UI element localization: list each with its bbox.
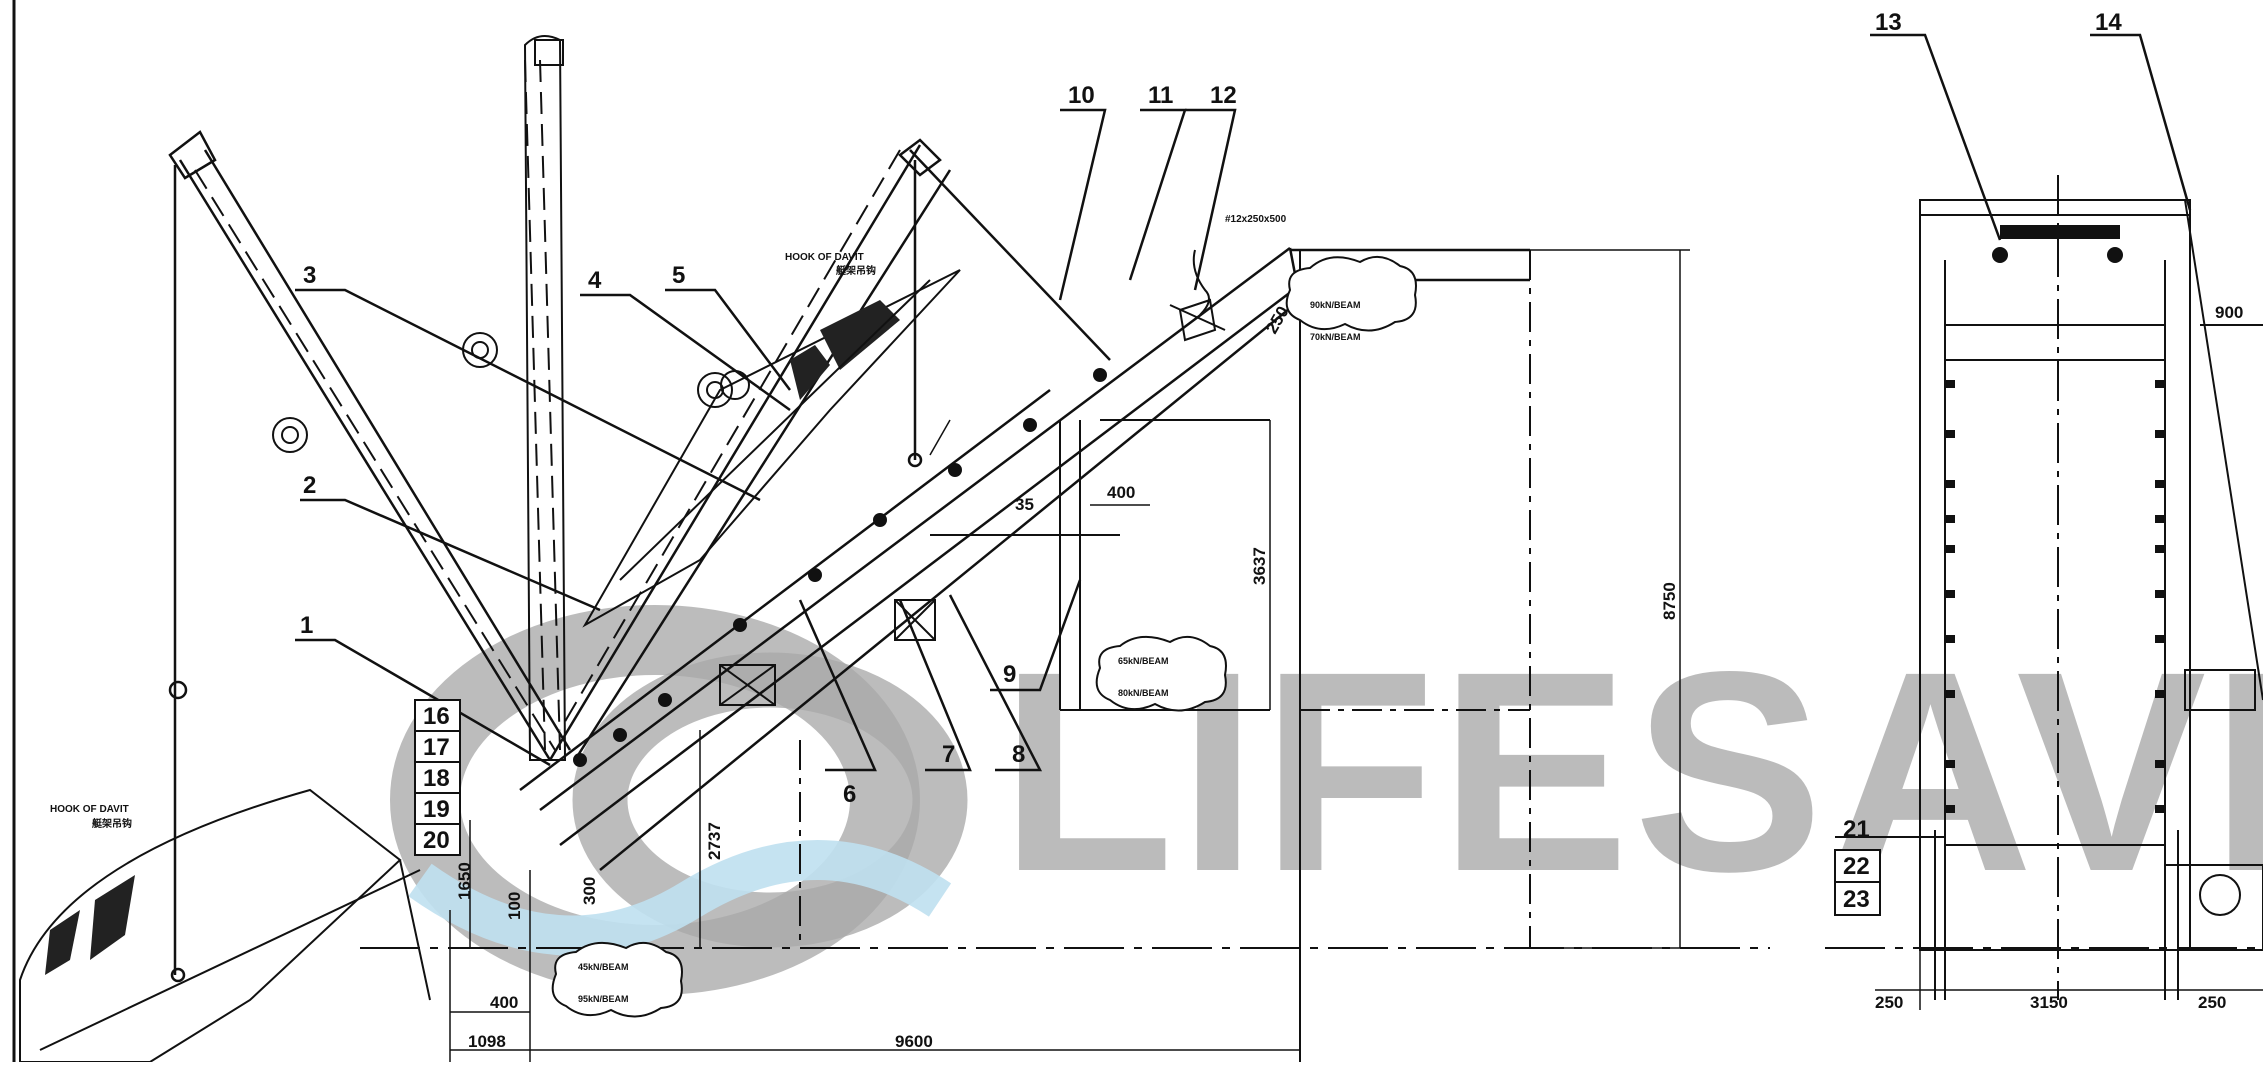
elevation-dimension-lines <box>1875 950 2263 1010</box>
dimension-lines <box>449 249 1690 1062</box>
lifeboat-raised <box>582 269 961 628</box>
callout-numbers: 1 2 3 4 5 6 7 8 9 10 11 12 13 14 <box>300 9 2122 808</box>
dim-900: 900 <box>2215 303 2243 322</box>
load-mid-65kn: 65kN/BEAM <box>1118 656 1169 666</box>
hook-of-davit-top-cn: 艇架吊钩 <box>835 264 876 277</box>
lifeboat-stowed <box>19 788 431 1063</box>
callout-7: 7 <box>942 741 955 768</box>
load-bot-45kn: 45kN/BEAM <box>578 962 629 972</box>
load-top-70kn: 70kN/BEAM <box>1310 332 1361 342</box>
table-item-19: 19 <box>423 796 450 823</box>
callout-4: 4 <box>588 267 602 294</box>
load-bot-95kn: 95kN/BEAM <box>578 994 629 1004</box>
ramp-rollers <box>573 368 1107 767</box>
callout-8: 8 <box>1012 741 1025 768</box>
dim-1650: 1650 <box>455 862 474 900</box>
table-item-23: 23 <box>1843 886 1870 913</box>
ramp-supports <box>719 420 1270 711</box>
table-item-21: 21 <box>1843 816 1870 843</box>
load-mid-80kn: 80kN/BEAM <box>1118 688 1169 698</box>
annotations: HOOK OF DAVIT 艇架吊钩 HOOK OF DAVIT 艇架吊钩 #1… <box>50 214 1287 830</box>
callout-12: 12 <box>1210 82 1237 109</box>
dim-250-right: 250 <box>2198 993 2226 1012</box>
item-table-left-frame <box>414 699 461 856</box>
callout-2: 2 <box>303 472 316 499</box>
table-item-16: 16 <box>423 703 450 730</box>
callout-1: 1 <box>300 612 313 639</box>
dim-1098: 1098 <box>468 1032 506 1051</box>
hook-release-gear <box>1169 249 1226 342</box>
load-clouds <box>551 255 1417 1018</box>
dim-3150: 3150 <box>2030 993 2068 1012</box>
table-item-20: 20 <box>423 827 450 854</box>
callout-14: 14 <box>2095 9 2122 36</box>
watermark-ring-right <box>572 652 968 948</box>
davit-arm-upright <box>523 35 567 761</box>
callout-leaders <box>295 33 2192 772</box>
angle-35: 35 <box>1015 495 1034 514</box>
elevation-brackets <box>1945 225 2165 813</box>
table-item-18: 18 <box>423 765 450 792</box>
load-top-90kn: 90kN/BEAM <box>1310 300 1361 310</box>
dim-2737: 2737 <box>705 822 724 860</box>
dim-300: 300 <box>580 877 599 905</box>
lifesaving-watermark: LIFESAVIN <box>390 605 2263 995</box>
dim-3637: 3637 <box>1250 547 1269 585</box>
hook-of-davit-left-cn: 艇架吊钩 <box>91 817 132 830</box>
callout-10: 10 <box>1068 82 1095 109</box>
deck-structure <box>799 250 1531 1062</box>
davit-arm-outboard <box>548 138 1111 761</box>
callout-9: 9 <box>1003 661 1016 688</box>
launching-ramp <box>519 246 1530 871</box>
dim-250-left: 250 <box>1875 993 1903 1012</box>
dim-400-bottom: 400 <box>490 993 518 1012</box>
callout-3: 3 <box>303 262 316 289</box>
hook-of-davit-top-en: HOOK OF DAVIT <box>785 252 864 263</box>
davit-arm-stowed <box>168 130 572 983</box>
item-table-right: 21 22 23 <box>1834 816 1945 916</box>
callout-11: 11 <box>1148 82 1173 109</box>
front-elevation <box>1919 175 2263 1000</box>
dim-100: 100 <box>505 892 524 920</box>
beam-spec-label: #12x250x500 <box>1225 214 1287 225</box>
winch-drums <box>272 332 750 453</box>
dim-9600: 9600 <box>895 1032 933 1051</box>
load-values: 90kN/BEAM 70kN/BEAM 65kN/BEAM 80kN/BEAM … <box>578 300 1361 1004</box>
dimension-values: 9600 1098 400 100 300 1650 2737 3637 875… <box>455 303 2243 1051</box>
hook-of-davit-left-en: HOOK OF DAVIT <box>50 804 129 815</box>
callout-6: 6 <box>843 781 856 808</box>
callout-5: 5 <box>672 262 685 289</box>
callout-13: 13 <box>1875 9 1902 36</box>
watermark-wave <box>408 840 952 956</box>
table-item-17: 17 <box>423 734 450 761</box>
dim-400-top: 400 <box>1107 483 1135 502</box>
item-table-left: 16 17 18 19 20 <box>414 699 461 856</box>
davit-arm-swing-path <box>194 59 901 751</box>
table-item-22: 22 <box>1843 853 1870 880</box>
dim-8750: 8750 <box>1660 582 1679 620</box>
